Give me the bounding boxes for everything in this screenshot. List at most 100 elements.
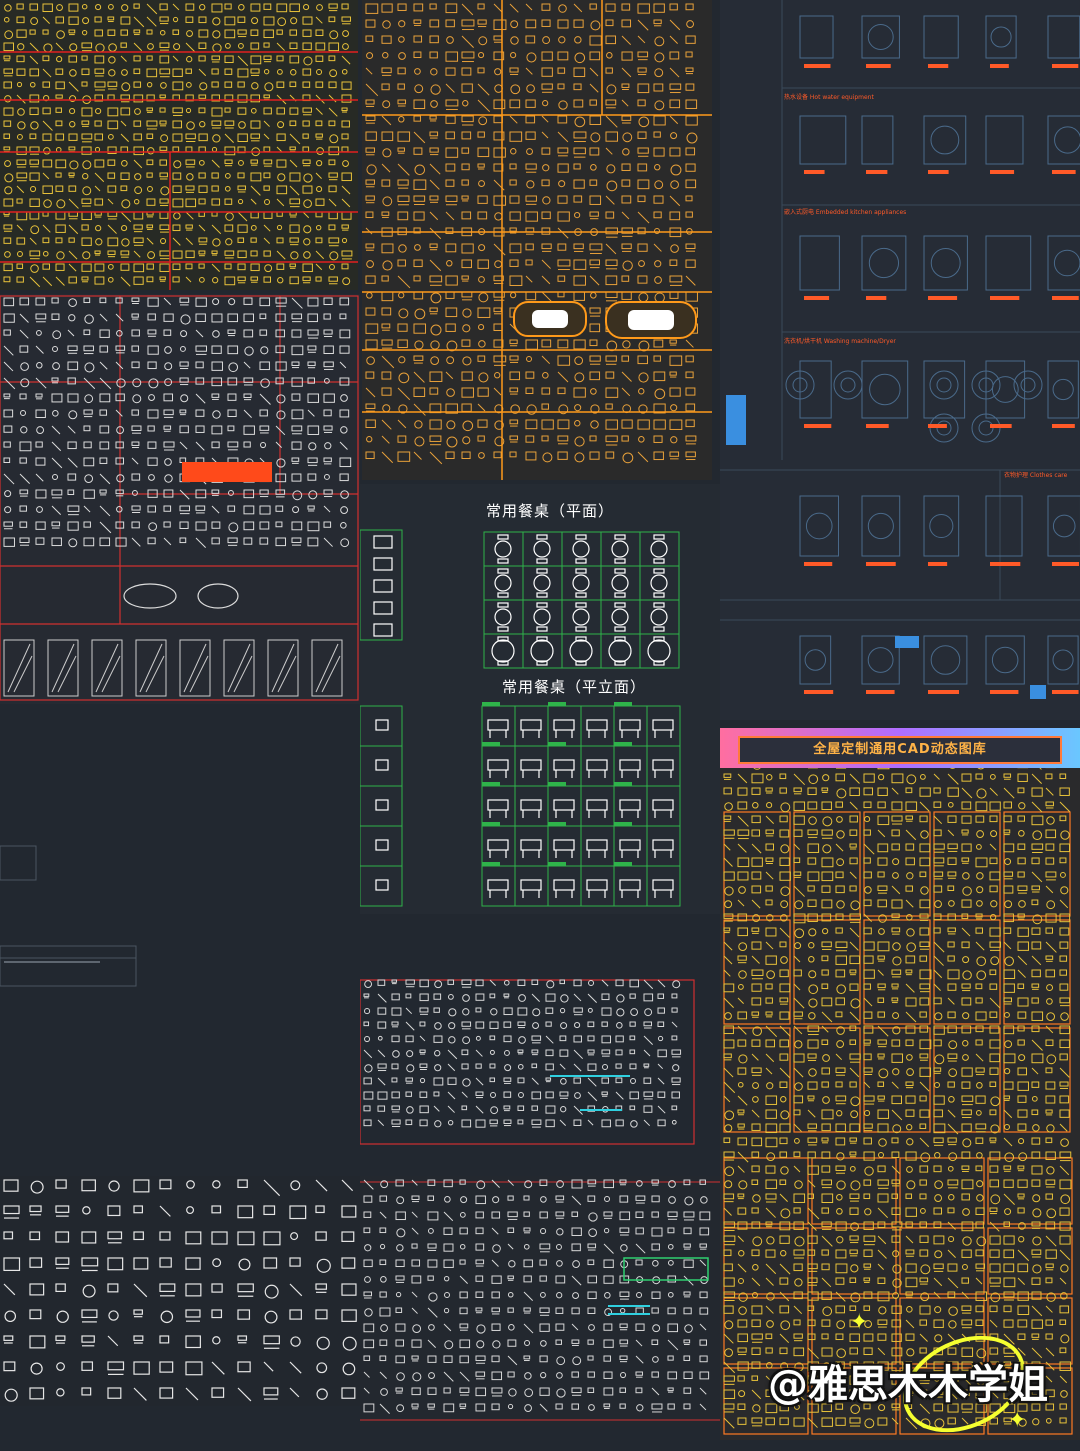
cad-block (557, 211, 570, 222)
cad-block (906, 872, 914, 880)
cad-block (340, 490, 349, 499)
cad-block (919, 1207, 926, 1214)
cad-block (308, 442, 317, 451)
cad-block (651, 1291, 661, 1299)
cad-block (413, 227, 421, 234)
cad-block (108, 1310, 119, 1321)
cad-block (766, 802, 773, 809)
cad-block (238, 1258, 251, 1271)
cad-block (1059, 1081, 1069, 1087)
cad-block (1059, 955, 1068, 962)
cad-block (316, 160, 323, 167)
cad-block (779, 941, 787, 948)
cad-block (35, 409, 46, 419)
cad-block (377, 1077, 386, 1086)
cad-block (637, 35, 646, 44)
cad-block (379, 1259, 387, 1266)
cad-block (766, 970, 775, 979)
cad-block (574, 436, 585, 447)
cad-block (3, 120, 12, 127)
cad-block (55, 81, 65, 90)
cad-block (490, 1092, 497, 1099)
cad-block (905, 1417, 918, 1430)
cad-block (303, 251, 311, 259)
cad-block (671, 1035, 678, 1041)
cad-block (878, 928, 885, 935)
cad-block (919, 983, 931, 990)
cad-block (849, 1347, 858, 1355)
cad-block (533, 608, 551, 626)
cad-block (589, 211, 599, 217)
cad-block (863, 1305, 871, 1311)
cad-block (724, 886, 734, 896)
cad-block (68, 410, 78, 420)
cad-block (864, 1208, 872, 1216)
cad-block (1017, 1347, 1026, 1356)
cad-block (892, 858, 900, 866)
cad-block (224, 3, 232, 10)
cad-block (462, 1078, 471, 1087)
cad-block (339, 297, 350, 306)
cad-block (975, 1207, 985, 1215)
cad-block (849, 787, 860, 797)
cad-block (382, 20, 391, 29)
cad-block (1031, 1333, 1040, 1338)
cad-block (990, 296, 1020, 300)
cad-block (363, 1227, 371, 1234)
cad-block (52, 410, 59, 417)
cad-block (185, 250, 195, 259)
cad-block (36, 426, 45, 435)
cad-block (877, 1347, 886, 1356)
cad-block (1045, 1067, 1053, 1074)
cad-block (548, 782, 566, 786)
cad-block (489, 1077, 496, 1083)
cad-block (536, 534, 548, 540)
cad-block (589, 115, 602, 125)
cad-block (19, 313, 29, 323)
cad-block (555, 1211, 565, 1217)
cad-block (863, 983, 871, 990)
cad-block (99, 345, 109, 353)
cad-block (919, 1137, 930, 1148)
cad-block (836, 830, 845, 839)
cad-block (985, 635, 1025, 685)
cad-block (461, 195, 469, 200)
cad-block (530, 639, 554, 663)
cad-block (807, 1319, 816, 1327)
cad-block (341, 120, 350, 128)
cad-block (1059, 1165, 1070, 1176)
cad-block (116, 506, 123, 513)
cad-block (671, 993, 678, 999)
cad-block (863, 1235, 876, 1242)
cad-block (961, 913, 969, 920)
cad-block (364, 980, 373, 989)
cad-block (237, 1335, 248, 1341)
cad-block (363, 1355, 371, 1361)
cad-block (107, 16, 115, 21)
cad-block (751, 1221, 761, 1229)
cad-block (68, 314, 76, 322)
cad-block (179, 521, 189, 529)
cad-block (541, 275, 551, 285)
cad-block (905, 1109, 915, 1117)
cad-block (47, 639, 79, 697)
cad-block (1031, 885, 1040, 891)
cad-block (413, 51, 422, 59)
cad-block (507, 1339, 517, 1347)
cad-block (375, 719, 389, 731)
cad-block (961, 1277, 969, 1284)
cad-block (493, 3, 503, 13)
cad-block (976, 1348, 987, 1359)
cad-block (603, 1387, 614, 1396)
cad-block (536, 660, 548, 666)
cad-block (525, 275, 533, 283)
cad-block (328, 146, 340, 156)
cad-block (340, 506, 349, 515)
cad-block (477, 419, 488, 428)
cad-block (477, 3, 485, 10)
cad-block (638, 404, 648, 414)
cad-block (621, 371, 632, 382)
cad-block (1017, 997, 1029, 1007)
cad-block (737, 927, 748, 937)
cad-block (277, 655, 297, 693)
